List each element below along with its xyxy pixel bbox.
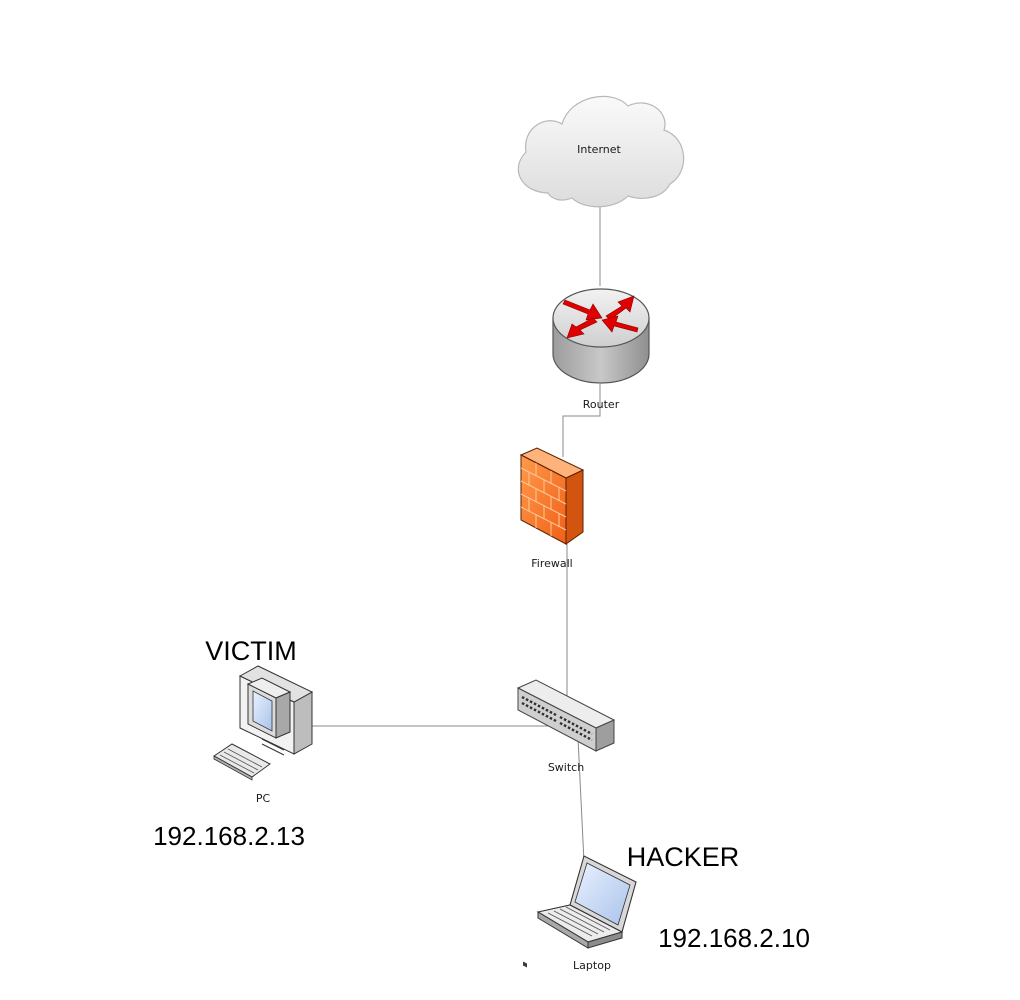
router-label: Router bbox=[583, 398, 620, 411]
laptop-icon bbox=[536, 855, 637, 949]
laptop-label: Laptop bbox=[573, 959, 611, 972]
desktop-pc-icon bbox=[213, 665, 314, 781]
cloud-icon bbox=[517, 95, 685, 208]
pc-label: PC bbox=[256, 792, 271, 805]
pc-node[interactable]: VICTIM PC 192.1 bbox=[153, 636, 314, 851]
laptop-node[interactable]: HACKER Laptop 192.168.2.10 bbox=[536, 842, 810, 972]
switch-label: Switch bbox=[548, 761, 584, 774]
firewall-icon bbox=[519, 447, 585, 545]
firewall-label: Firewall bbox=[531, 557, 572, 570]
firewall-node[interactable]: Firewall bbox=[519, 447, 585, 570]
links bbox=[312, 206, 601, 863]
link-switch-laptop bbox=[577, 737, 585, 863]
internet-label: Internet bbox=[577, 143, 621, 156]
switch-node[interactable]: Switch bbox=[516, 679, 616, 968]
pc-ip-address: 192.168.2.13 bbox=[153, 821, 305, 851]
switch-icon bbox=[516, 679, 616, 968]
link-router-firewall bbox=[562, 384, 601, 457]
router-icon bbox=[552, 288, 650, 384]
router-node[interactable]: Router bbox=[552, 288, 650, 411]
hacker-role-label: HACKER bbox=[627, 842, 740, 872]
victim-role-label: VICTIM bbox=[205, 636, 297, 666]
internet-node[interactable]: Internet bbox=[517, 95, 685, 208]
laptop-ip-address: 192.168.2.10 bbox=[658, 923, 810, 953]
